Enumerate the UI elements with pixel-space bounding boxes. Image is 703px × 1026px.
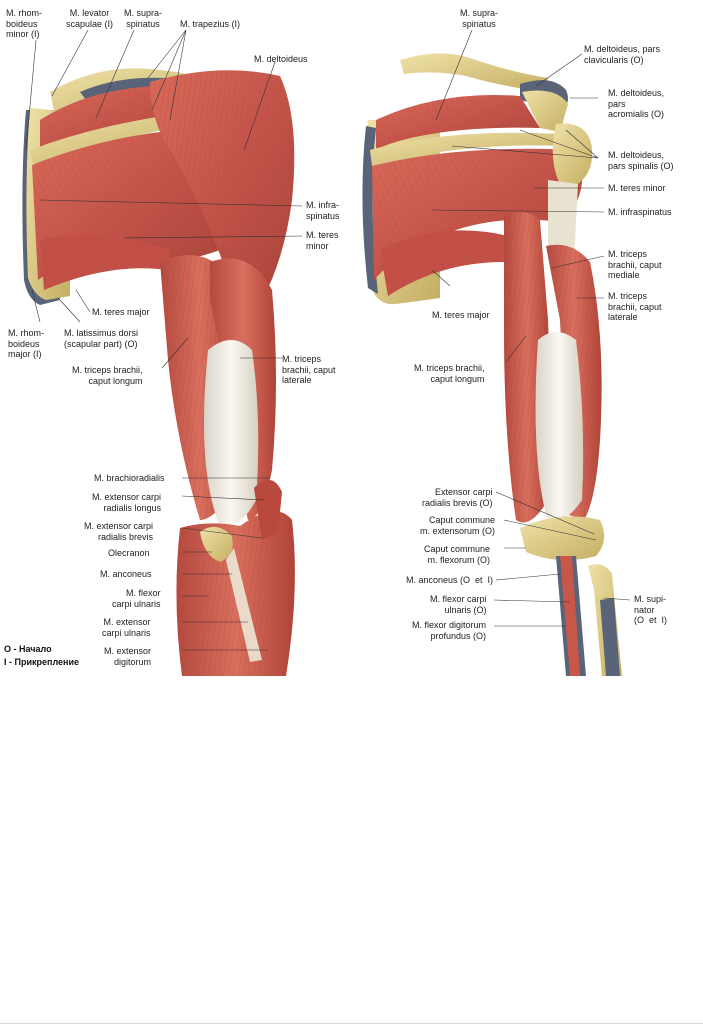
label-anconeus-left: M. anconeus bbox=[100, 569, 152, 579]
label-olecranon: Olecranon bbox=[108, 548, 150, 558]
label-triceps-laterale-left: M. triceps brachii, caput laterale bbox=[282, 354, 336, 385]
label-supraspinatus-left: M. supra- spinatus bbox=[124, 8, 163, 29]
label-rhomboideus-minor: M. rhom- boideus minor (I) bbox=[6, 8, 42, 39]
label-caput-commune-flexorum: Caput commune m. flexorum (O) bbox=[424, 544, 491, 565]
label-supinator: M. supi- nator (O et I) bbox=[634, 594, 668, 625]
label-teres-major-right: M. teres major bbox=[432, 310, 490, 320]
label-teres-minor-left: M. teres minor bbox=[306, 230, 339, 251]
label-deltoideus: M. deltoideus bbox=[254, 54, 308, 64]
label-triceps-longum-left: M. triceps brachii, caput longum bbox=[72, 365, 143, 386]
label-flexor-carpi-ulnaris-left: M. flexor carpi ulnaris bbox=[112, 588, 161, 609]
legend-insertion: I - Прикрепление bbox=[4, 657, 80, 667]
label-supraspinatus-right: M. supra- spinatus bbox=[460, 8, 499, 29]
arm-illustration bbox=[22, 29, 631, 676]
leader-lines bbox=[25, 29, 631, 651]
label-ecr-brevis: M. extensor carpi radialis brevis bbox=[84, 521, 154, 542]
label-flexor-carpi-ulnaris-right: M. flexor carpi ulnaris (O) bbox=[430, 594, 487, 615]
label-deltoideus-spinalis: M. deltoideus, pars spinalis (O) bbox=[608, 150, 674, 171]
label-trapezius: M. trapezius (I) bbox=[180, 19, 241, 29]
label-deltoideus-clavicularis: M. deltoideus, pars clavicularis (O) bbox=[584, 44, 661, 65]
legend-origin: O - Начало bbox=[4, 644, 52, 654]
label-caput-commune-extensorum: Caput commune m. extensorum (O) bbox=[420, 515, 496, 536]
label-extensor-digitorum: M. extensor digitorum bbox=[104, 646, 152, 667]
label-anconeus-right: M. anconeus (O et I) bbox=[406, 575, 494, 585]
label-triceps-laterale-right: M. triceps brachii, caput laterale bbox=[608, 291, 662, 322]
page-bottom-rule bbox=[0, 1023, 703, 1024]
label-teres-major-left: M. teres major bbox=[92, 307, 150, 317]
label-rhomboideus-major: M. rhom- boideus major (I) bbox=[8, 328, 44, 359]
label-brachioradialis: M. brachioradialis bbox=[94, 473, 165, 483]
label-triceps-mediale: M. triceps brachii, caput mediale bbox=[608, 249, 662, 280]
left-arm-view bbox=[22, 68, 295, 676]
label-extensor-carpi-radialis-brevis-origin: Extensor carpi radialis brevis (O) bbox=[422, 487, 493, 508]
label-infraspinatus-left: M. infra- spinatus bbox=[306, 200, 340, 221]
right-arm-view bbox=[362, 53, 622, 676]
label-infraspinatus-right: M. infraspinatus bbox=[608, 207, 672, 217]
label-extensor-carpi-ulnaris: M. extensor carpi ulnaris bbox=[102, 617, 151, 638]
label-latissimus-dorsi: M. latissimus dorsi (scapular part) (O) bbox=[64, 328, 139, 349]
label-flexor-digitorum-profundus: M. flexor digitorum profundus (O) bbox=[412, 620, 487, 641]
label-levator-scapulae: M. levator scapulae (I) bbox=[66, 8, 114, 29]
label-ecr-longus: M. extensor carpi radialis longus bbox=[92, 492, 162, 513]
label-teres-minor-right: M. teres minor bbox=[608, 183, 666, 193]
label-triceps-longum-right: M. triceps brachii, caput longum bbox=[414, 363, 485, 384]
label-deltoideus-acromialis: M. deltoideus, pars acromialis (O) bbox=[608, 88, 665, 119]
